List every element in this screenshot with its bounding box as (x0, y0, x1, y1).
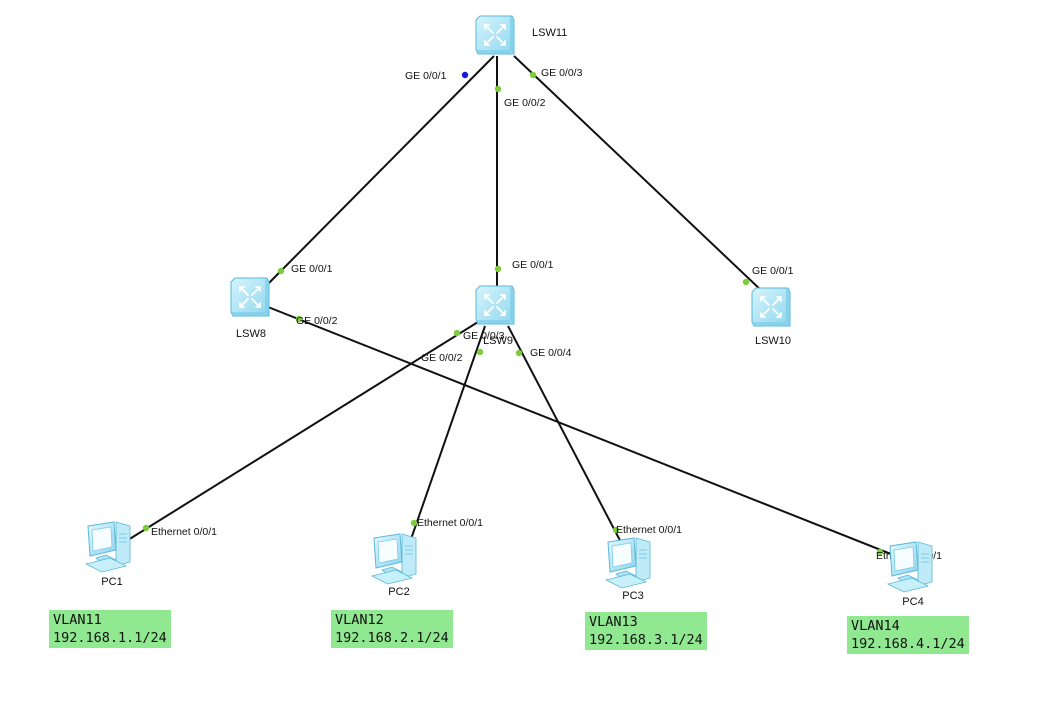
port-label-lsw11-lsw9-a: GE 0/0/2 (504, 97, 546, 109)
port-label-lsw9-pc1-b: Ethernet 0/0/1 (151, 526, 217, 538)
port-status-dot (295, 315, 303, 323)
port-status-dot (529, 71, 537, 79)
port-status-dot (494, 85, 502, 93)
switch-icon-lsw11[interactable] (475, 15, 515, 55)
switch-icon-lsw9[interactable] (475, 285, 515, 325)
port-label-lsw9-pc3-a: GE 0/0/4 (530, 347, 572, 359)
port-label-lsw9-pc2-a: GE 0/0/2 (421, 352, 463, 364)
pc-icon-pc2[interactable] (371, 533, 417, 585)
port-status-dot (453, 329, 461, 337)
vlan-name: VLAN14 (851, 618, 900, 634)
port-status-dot (494, 265, 502, 273)
port-label-lsw9-pc2-b: Ethernet 0/0/1 (417, 517, 483, 529)
ports-layer: GE 0/0/1 GE 0/0/1 GE 0/0/2 GE 0/0/1 GE 0/0/3… (142, 67, 942, 562)
port-status-dot (277, 267, 285, 275)
vlan-box-vlan13: VLAN13 192.168.3.1/24 (585, 612, 707, 650)
vlan-name: VLAN11 (53, 612, 102, 628)
port-status-dot (461, 71, 469, 79)
switch-icon-lsw8[interactable] (230, 277, 270, 317)
device-label-lsw10: LSW10 (755, 335, 791, 347)
vlan-box-vlan12: VLAN12 192.168.2.1/24 (331, 610, 453, 648)
port-label-lsw11-lsw8-b: GE 0/0/1 (291, 263, 333, 275)
port-status-dot (612, 526, 620, 534)
links-layer (127, 55, 897, 557)
link-lsw9-pc1 (127, 321, 479, 541)
device-label-lsw8: LSW8 (236, 328, 266, 340)
link-lsw11-lsw10 (513, 55, 764, 293)
port-status-dot (876, 548, 884, 556)
pc-icon-pc1[interactable] (85, 521, 131, 573)
vlan-name: VLAN12 (335, 612, 384, 628)
port-status-dot (742, 278, 750, 286)
device-label-pc1: PC1 (101, 576, 122, 588)
device-label-pc3: PC3 (622, 590, 643, 602)
port-status-dot (410, 519, 418, 527)
vlan-ip: 192.168.4.1/24 (851, 636, 965, 652)
port-label-lsw8-pc4-a: GE 0/0/2 (296, 315, 338, 327)
port-status-dot (142, 524, 150, 532)
device-label-pc2: PC2 (388, 586, 409, 598)
link-lsw9-pc2 (409, 325, 486, 543)
port-label-lsw11-lsw10-b: GE 0/0/1 (752, 265, 794, 277)
pc-icon-pc4[interactable] (887, 541, 933, 593)
port-status-dot (515, 349, 523, 357)
port-label-lsw11-lsw9-b: GE 0/0/1 (512, 259, 554, 271)
pc-icon-pc3[interactable] (605, 537, 651, 589)
vlan-box-vlan14: VLAN14 192.168.4.1/24 (847, 616, 969, 654)
vlan-ip: 192.168.1.1/24 (53, 630, 167, 646)
device-label-pc4: PC4 (902, 596, 923, 608)
port-label-lsw11-lsw10-a: GE 0/0/3 (541, 67, 583, 79)
vlan-ip: 192.168.2.1/24 (335, 630, 449, 646)
device-label-lsw11: LSW11 (532, 27, 567, 39)
vlan-ip: 192.168.3.1/24 (589, 632, 703, 648)
link-lsw8-pc4 (267, 306, 897, 557)
port-label-lsw9-pc3-b: Ethernet 0/0/1 (616, 524, 682, 536)
vlan-box-vlan11: VLAN11 192.168.1.1/24 (49, 610, 171, 648)
device-label-lsw9: LSW9 (483, 335, 513, 347)
link-lsw9-pc3 (507, 325, 626, 551)
switch-icon-lsw10[interactable] (751, 287, 791, 327)
vlan-name: VLAN13 (589, 614, 638, 630)
port-label-lsw9-pc1-a: GE 0/0/3 (463, 330, 505, 342)
port-label-lsw11-lsw8-a: GE 0/0/1 (405, 70, 447, 82)
link-lsw11-lsw8 (264, 55, 495, 288)
port-status-dot (476, 348, 484, 356)
